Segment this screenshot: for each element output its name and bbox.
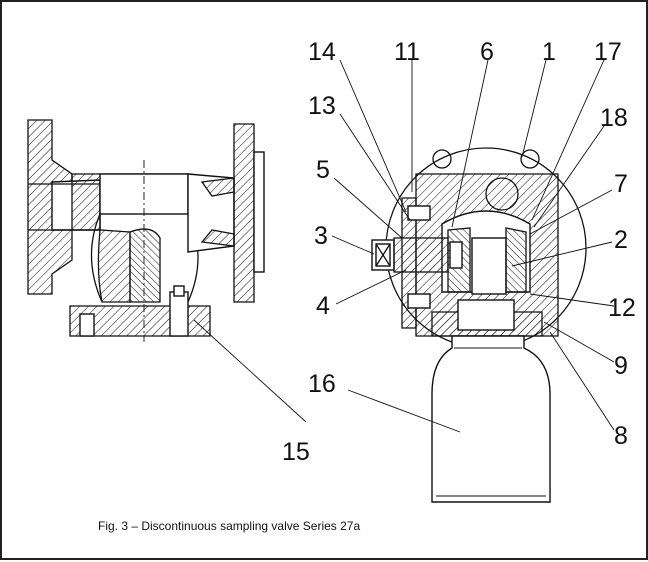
label-4: 4 [316,292,330,320]
label-13: 13 [308,92,336,120]
label-14: 14 [308,38,336,66]
leader-lines [193,59,615,433]
label-15: 15 [282,438,310,466]
label-1: 1 [542,38,556,66]
label-12: 12 [608,294,636,322]
label-18: 18 [600,104,628,132]
label-8: 8 [614,422,628,450]
label-5: 5 [316,156,330,184]
label-2: 2 [614,226,628,254]
label-9: 9 [614,352,628,380]
figure-caption: Fig. 3 – Discontinuous sampling valve Se… [98,519,360,533]
label-3: 3 [314,222,328,250]
label-17: 17 [594,38,622,66]
side-view [27,119,265,342]
label-11: 11 [394,38,420,66]
label-6: 6 [480,38,494,66]
front-view [371,147,587,503]
label-16: 16 [308,370,336,398]
part-labels: 14 11 6 1 17 13 18 5 7 3 2 4 12 9 16 8 1… [282,38,636,466]
label-7: 7 [614,170,628,198]
